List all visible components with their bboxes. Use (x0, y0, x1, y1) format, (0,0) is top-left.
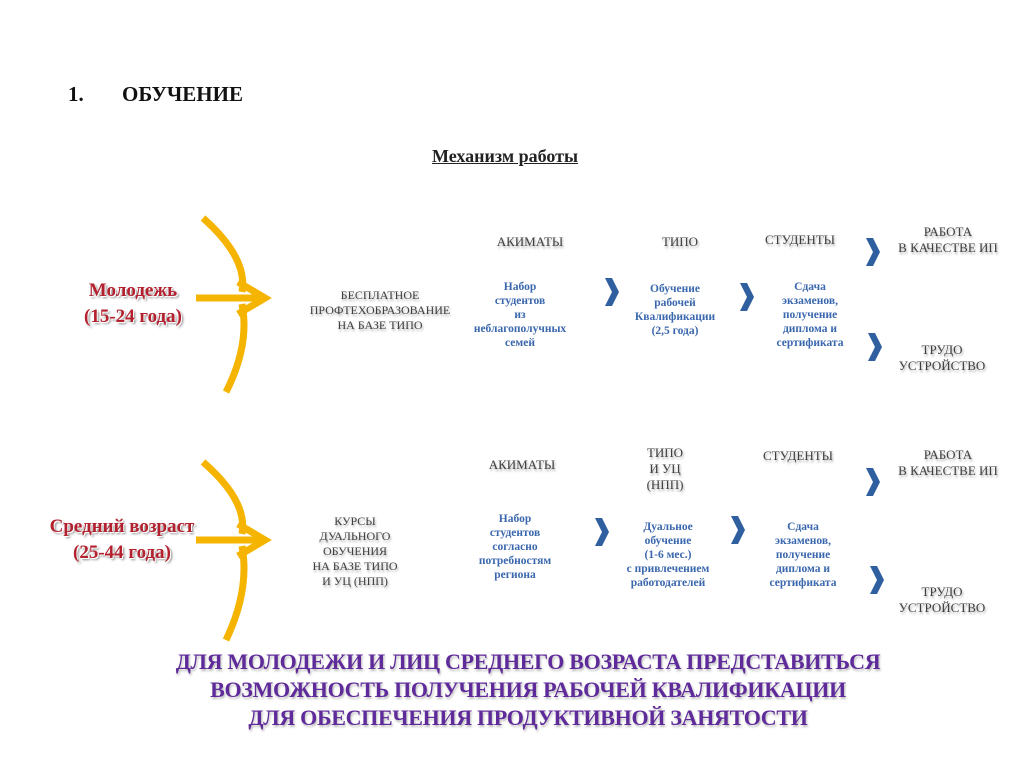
text-line: Сдача (787, 521, 819, 533)
text-line: с привлечением (626, 563, 710, 575)
text-line: сертификата (776, 337, 844, 349)
text-line: НА БАЗЕ ТИПО (312, 559, 398, 573)
step1-header: АКИМАТЫ (489, 457, 556, 473)
text-line: из (514, 309, 526, 321)
text-line: НА БАЗЕ ТИПО (337, 318, 423, 332)
heading-number: 1. (68, 82, 84, 106)
group-label: Средний возраст (25-44 года) (50, 514, 195, 566)
text-line: получение (775, 549, 831, 561)
step3-header: СТУДЕНТЫ (765, 232, 835, 248)
text-line: получение (782, 309, 838, 321)
text-line: экзаменов, (775, 535, 831, 547)
arrow-head-icon (236, 278, 272, 318)
text-line: Средний возраст (49, 516, 195, 537)
text-line: (1-6 мес.) (644, 549, 692, 561)
chevron-right-icon (868, 333, 882, 361)
text-line: семей (505, 337, 535, 349)
step1-text: Набор студентов согласно потребностям регион… (479, 512, 551, 582)
conclusion-line: ДЛЯ МОЛОДЕЖИ И ЛИЦ СРЕДНЕГО ВОЗРАСТА ПРЕ… (175, 649, 881, 674)
text-line: диплома и (782, 323, 838, 335)
text-line: потребностям (478, 555, 552, 567)
step2-header: ТИПО (662, 234, 698, 250)
text-line: (15-24 года) (84, 306, 182, 327)
text-line: диплома и (775, 563, 831, 575)
text-line: Дуальное (643, 521, 693, 533)
step2-text: Дуальное обучение (1-6 мес.) с привлечением… (627, 520, 710, 590)
text-line: (2,5 года) (651, 325, 699, 337)
text-line: сертификата (769, 577, 837, 589)
text-line: (НПП) (646, 477, 684, 492)
brace-icon (200, 215, 248, 394)
text-line: И УЦ (НПП) (322, 574, 388, 588)
text-line: ДУАЛЬНОГО (319, 529, 391, 543)
text-line: БЕСПЛАТНОЕ (340, 288, 420, 302)
text-line: ТРУДО (921, 342, 963, 357)
text-line: региона (494, 569, 536, 581)
text-line: согласно (492, 541, 538, 553)
text-line: студентов (489, 527, 541, 539)
text-line: Набор (503, 281, 537, 293)
text-line: работодателей (630, 577, 706, 589)
chevron-right-icon (866, 468, 880, 496)
text-line: УСТРОЙСТВО (898, 358, 986, 373)
conclusion-line: ВОЗМОЖНОСТЬ ПОЛУЧЕНИЯ РАБОЧЕЙ КВАЛИФИКАЦ… (210, 677, 846, 702)
step3-text: Сдача экзаменов, получение диплома и сертифи… (777, 280, 844, 350)
step3-header: СТУДЕНТЫ (763, 448, 833, 464)
subtitle: Механизм работы (431, 146, 579, 166)
text-line: РАБОТА (923, 447, 973, 462)
text-line: ТРУДО (921, 584, 963, 599)
text-line: В КАЧЕСТВЕ ИП (898, 240, 998, 255)
text-line: СТУДЕНТЫ (763, 448, 833, 463)
text-line: ПРОФТЕХОБРАЗОВАНИЕ (309, 303, 451, 317)
text-line: неблагополучных (473, 323, 567, 335)
text-line: ТИПО (646, 445, 684, 460)
text-line: Сдача (794, 281, 826, 293)
text-line: И УЦ (649, 461, 681, 476)
text-line: СТУДЕНТЫ (765, 232, 835, 247)
text-line: Набор (498, 513, 532, 525)
text-line: АКИМАТЫ (488, 457, 556, 472)
chevron-right-icon (605, 278, 619, 306)
text-line: КУРСЫ (334, 514, 376, 528)
conclusion-text: ДЛЯ МОЛОДЕЖИ И ЛИЦ СРЕДНЕГО ВОЗРАСТА ПРЕ… (176, 648, 881, 732)
text-line: (25-44 года) (73, 542, 171, 563)
conclusion-line: ДЛЯ ОБЕСПЕЧЕНИЯ ПРОДУКТИВНОЙ ЗАНЯТОСТИ (248, 705, 808, 730)
chevron-right-icon (731, 516, 745, 544)
group-label: Молодежь (15-24 года) (84, 278, 182, 330)
brace-icon (200, 459, 248, 642)
text-line: В КАЧЕСТВЕ ИП (898, 463, 998, 478)
text-line: Молодежь (88, 280, 178, 301)
chevron-right-icon (870, 566, 884, 594)
text-line: обучение (644, 535, 692, 547)
chevron-right-icon (866, 238, 880, 266)
text-line: АКИМАТЫ (496, 234, 564, 249)
step1-text: Набор студентов из неблагополучных семей (474, 280, 566, 350)
text-line: студентов (494, 295, 546, 307)
chevron-right-icon (595, 518, 609, 546)
text-line: рабочей (654, 297, 696, 309)
heading-title: ОБУЧЕНИЕ (122, 82, 243, 106)
arrow-head-icon (236, 520, 272, 560)
text-line: ОБУЧЕНИЯ (322, 544, 388, 558)
step3-text: Сдача экзаменов, получение диплома и сертифи… (770, 520, 837, 590)
text-line: ТИПО (661, 234, 699, 249)
chevron-right-icon (740, 283, 754, 311)
step1-header: АКИМАТЫ (497, 234, 564, 250)
text-line: Квалификации (634, 311, 716, 323)
text-line: экзаменов, (782, 295, 838, 307)
text-line: УСТРОЙСТВО (898, 600, 986, 615)
text-line: Обучение (650, 283, 700, 295)
text-line: РАБОТА (923, 224, 973, 239)
